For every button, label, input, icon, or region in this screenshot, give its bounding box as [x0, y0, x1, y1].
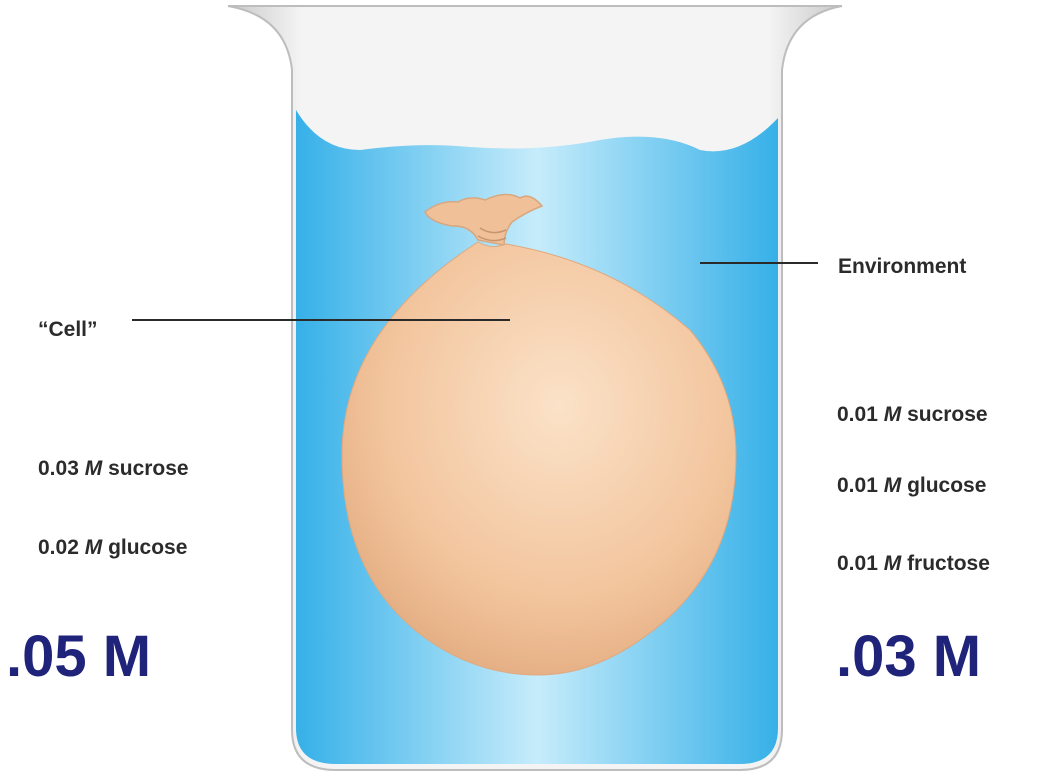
cell-balloon — [341, 241, 737, 676]
outside-total-concentration: .03 M — [836, 624, 982, 689]
cell-knot — [424, 193, 544, 246]
cell-leader-line — [132, 319, 510, 321]
environment-leader-line — [700, 262, 818, 264]
cell-label: “Cell” — [38, 318, 98, 341]
environment-label: Environment — [838, 255, 967, 278]
cell-knot-band — [477, 227, 507, 242]
inside-solute-sucrose: 0.03 M sucrose — [38, 457, 189, 480]
inside-solute-glucose: 0.02 M glucose — [38, 536, 188, 559]
outside-solute-sucrose: 0.01 M sucrose — [837, 403, 988, 426]
outside-solute-glucose: 0.01 M glucose — [837, 474, 987, 497]
outside-solute-fructose: 0.01 M fructose — [837, 552, 990, 575]
inside-total-concentration: .05 M — [6, 624, 152, 689]
